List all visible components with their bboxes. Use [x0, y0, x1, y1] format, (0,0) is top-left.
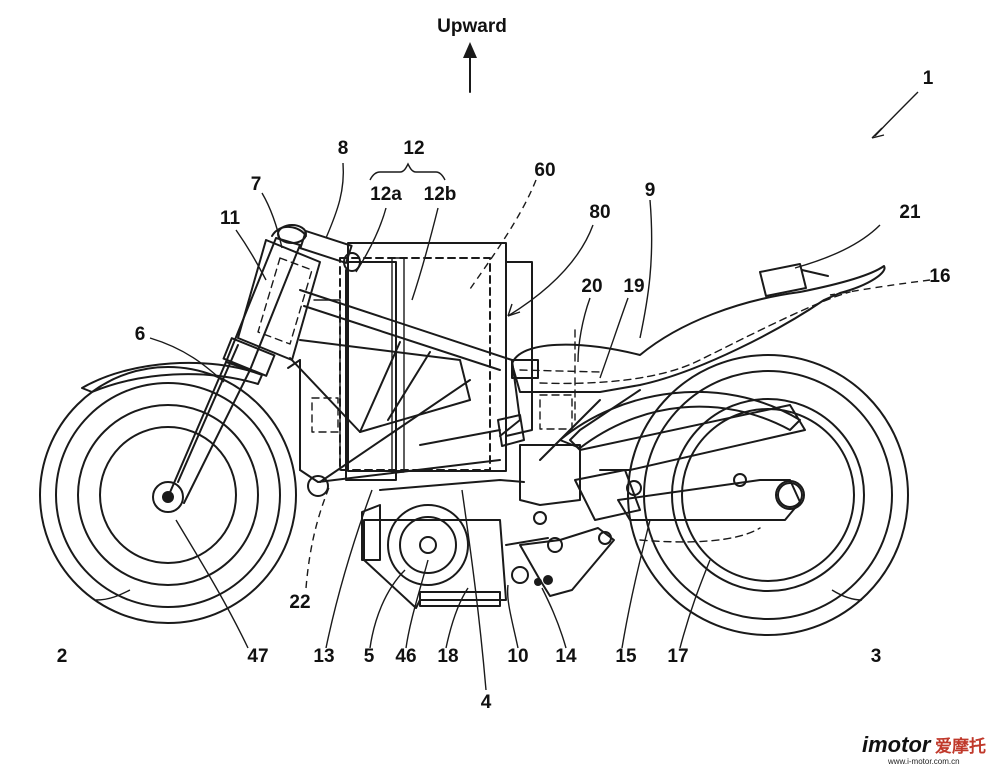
ref-2: 2: [57, 646, 68, 667]
ref-7: 7: [251, 174, 262, 195]
watermark-url: www.i-motor.com.cn: [887, 757, 960, 766]
front-fork: [167, 237, 301, 504]
ref-60: 60: [534, 160, 555, 181]
ref-12a: 12a: [370, 184, 402, 205]
ref-12b: 12b: [424, 184, 457, 205]
front-wheel: [39, 366, 297, 624]
front-fender: [81, 361, 263, 393]
rear-linkage: [505, 527, 615, 597]
seat: [511, 263, 886, 430]
ref-80: 80: [589, 202, 610, 223]
ref-47: 47: [247, 646, 268, 667]
ref-4: 4: [481, 692, 492, 713]
ref-20: 20: [581, 276, 602, 297]
watermark-cn: 爱摩托: [935, 736, 986, 757]
ref-5: 5: [364, 646, 375, 667]
ref-19: 19: [623, 276, 644, 297]
upward-label: Upward: [437, 16, 507, 37]
rear-wheel: [627, 354, 909, 636]
leader-lines: [95, 91, 931, 691]
ref-8: 8: [338, 138, 349, 159]
main-frame: [287, 289, 525, 497]
ref-21: 21: [899, 202, 921, 223]
ref-46: 46: [395, 646, 416, 667]
ref-9: 9: [645, 180, 656, 201]
watermark-logo: imotor 爱摩托 www.i-motor.com.cn: [862, 732, 986, 766]
rear-fender: [559, 390, 801, 449]
ref-15: 15: [615, 646, 637, 667]
ref-6: 6: [135, 324, 146, 345]
ref-17: 17: [667, 646, 688, 667]
ref-22: 22: [289, 592, 310, 613]
ref-12: 12: [403, 138, 424, 159]
ref-13: 13: [313, 646, 334, 667]
ref-14: 14: [555, 646, 577, 667]
motor-unit: [361, 479, 525, 609]
upward-arrow: [463, 42, 477, 93]
ref-1: 1: [923, 68, 934, 89]
ref-18: 18: [437, 646, 458, 667]
ref-10: 10: [507, 646, 528, 667]
watermark-brand: imotor: [862, 732, 932, 757]
ref-3: 3: [871, 646, 882, 667]
ref-11: 11: [220, 208, 241, 229]
battery-pack: [311, 242, 533, 481]
ref-16: 16: [929, 266, 950, 287]
